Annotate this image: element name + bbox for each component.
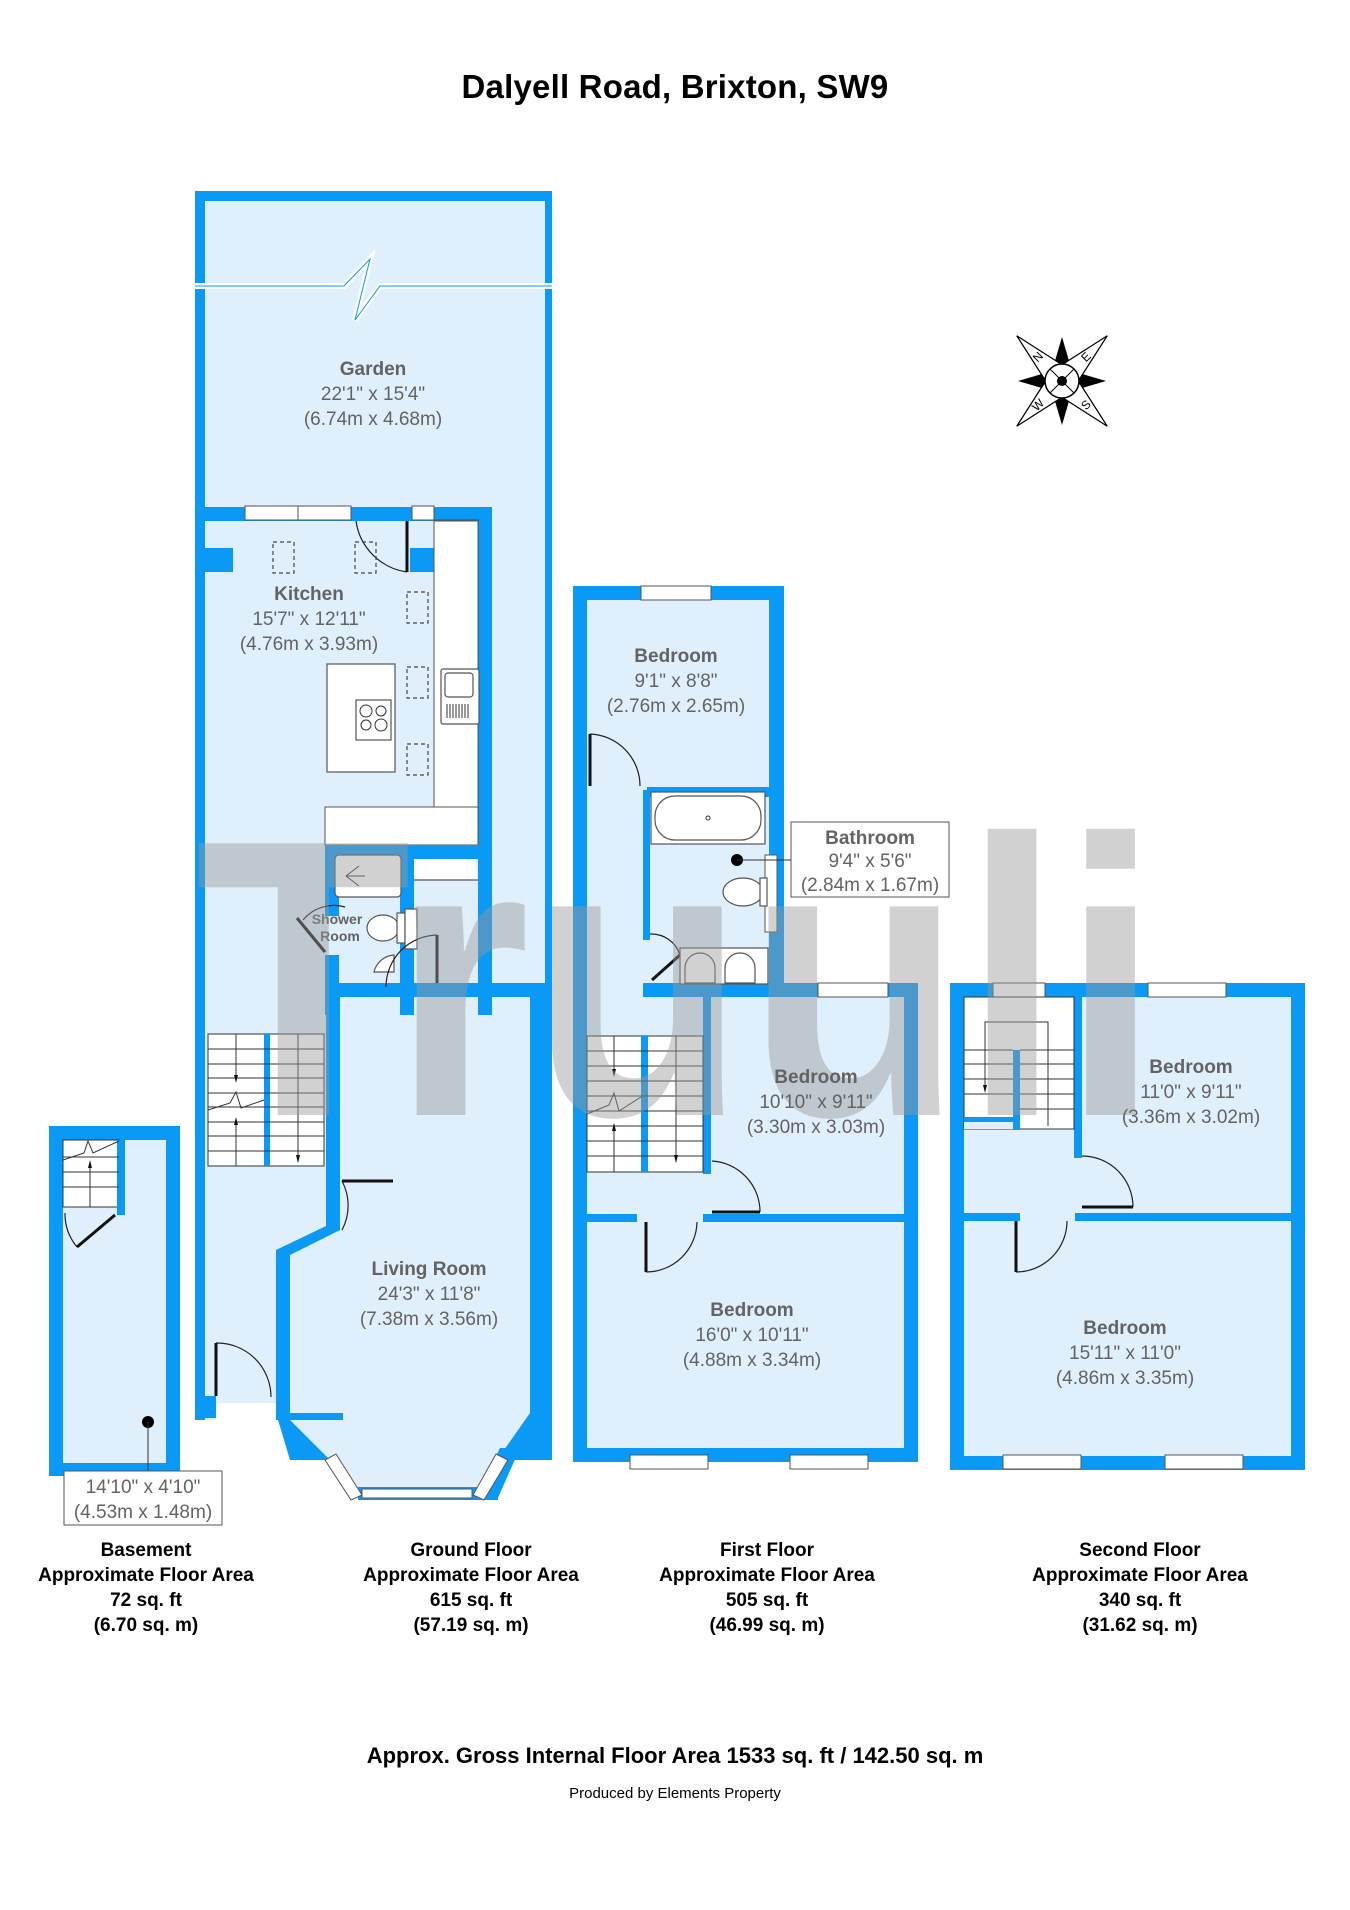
basin-icon [684,952,716,984]
floor-area-sqm: (57.19 sq. m) [413,1615,529,1636]
second-floor-plan [950,982,1305,1470]
bathroom-imperial: 9'4" x 5'6" [828,851,911,872]
shower-room-name-line2: Room [320,928,360,944]
room-labels: Garden 22'1" x 15'4" (6.74m x 4.68m) Kit… [240,359,1260,1389]
ff-bedroom-mid-metric: (3.30m x 3.03m) [747,1117,885,1138]
compass-icon: N E S W [1016,335,1108,427]
plan-title: Dalyell Road, Brixton, SW9 [461,68,889,105]
garden-break-line [195,248,552,322]
gross-internal-area: Approx. Gross Internal Floor Area 1533 s… [366,1743,984,1768]
floor-summary-ground: Ground Floor Approximate Floor Area 615 … [321,1538,621,1638]
sf-bedroom-top-imperial: 11'0" x 9'11" [1140,1082,1241,1103]
basement-dimensions-metric: (4.53m x 1.48m) [74,1502,212,1523]
ff-bedroom-small-name: Bedroom [634,646,717,667]
floor-area-sqft: 340 sq. ft [1098,1590,1182,1611]
kitchen-imperial: 15'7" x 12'11" [252,609,365,630]
living-room-metric: (7.38m x 3.56m) [360,1309,498,1330]
floor-summary-second: Second Floor Approximate Floor Area 340 … [990,1538,1290,1638]
bath-icon [654,795,762,841]
hob-icon [355,699,392,741]
floor-area-label: Approximate Floor Area [659,1565,875,1586]
basement-plan: 14'10" x 4'10" (4.53m x 1.48m) [49,1126,223,1526]
garden-metric: (6.74m x 4.68m) [304,409,442,430]
produced-by: Produced by Elements Property [569,1785,781,1802]
first-floor-plan [573,585,950,1470]
sf-bedroom-bottom-metric: (4.86m x 3.35m) [1056,1368,1194,1389]
sf-bedroom-top-name: Bedroom [1149,1057,1232,1078]
floor-area-sqft: 72 sq. ft [110,1590,182,1611]
ff-bedroom-small-imperial: 9'1" x 8'8" [634,671,717,692]
ff-bedroom-large-imperial: 16'0" x 10'11" [695,1325,808,1346]
sf-bedroom-bottom-imperial: 15'11" x 11'0" [1069,1343,1181,1364]
first-floor-stairs [586,1035,704,1173]
floor-area-label: Approximate Floor Area [1032,1565,1248,1586]
watermark: Truuli [195,757,1160,1199]
ground-floor-stairs [207,1033,325,1167]
floor-area-sqft: 615 sq. ft [429,1590,513,1611]
ff-bedroom-small-metric: (2.76m x 2.65m) [607,696,745,717]
kitchen-name: Kitchen [274,584,344,605]
sf-bedroom-top-metric: (3.36m x 3.02m) [1122,1107,1260,1128]
ff-bedroom-mid-name: Bedroom [774,1067,857,1088]
floor-summary-basement-block: Basement Approximate Floor Area 72 sq. f… [0,1538,296,1638]
floor-name: First Floor [720,1540,814,1561]
bathroom-metric: (2.84m x 1.67m) [801,875,939,896]
floor-area-label: Approximate Floor Area [38,1565,254,1586]
floor-area-label: Approximate Floor Area [363,1565,579,1586]
ff-bedroom-large-name: Bedroom [710,1300,793,1321]
floor-area-sqft: 505 sq. ft [725,1590,809,1611]
garden-name: Garden [340,359,407,380]
floor-name: Basement [100,1540,192,1561]
floor-summary-first: First Floor Approximate Floor Area 505 s… [617,1538,917,1638]
shower-room-name-line1: Shower [312,911,363,927]
floor-name: Ground Floor [410,1540,532,1561]
floor-name: Second Floor [1079,1540,1201,1561]
bathroom-name: Bathroom [825,828,915,849]
bay-window [324,1453,509,1501]
ff-bedroom-large-metric: (4.88m x 3.34m) [683,1350,821,1371]
ff-bedroom-mid-imperial: 10'10" x 9'11" [759,1092,872,1113]
kitchen-sink-icon [440,668,480,725]
floor-area-sqm: (6.70 sq. m) [93,1615,199,1636]
sf-bedroom-bottom-name: Bedroom [1083,1318,1166,1339]
living-room-name: Living Room [371,1259,486,1280]
living-room-imperial: 24'3" x 11'8" [378,1284,481,1305]
floor-area-sqm: (31.62 sq. m) [1082,1615,1198,1636]
kitchen-metric: (4.76m x 3.93m) [240,634,378,655]
ground-floor-plan: Shower Room [195,191,562,1501]
floor-area-sqm: (46.99 sq. m) [709,1615,825,1636]
basement-dimensions-imperial: 14'10" x 4'10" [86,1477,201,1498]
shower-tray-icon [334,854,402,898]
garden-imperial: 22'1" x 15'4" [321,384,425,405]
